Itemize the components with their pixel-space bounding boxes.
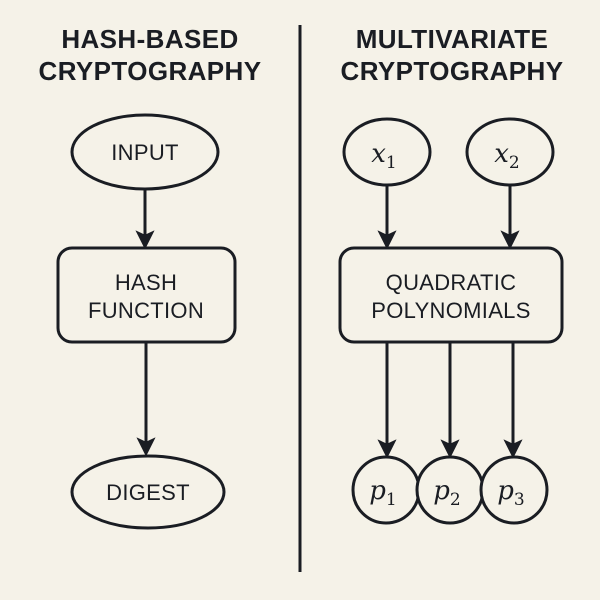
digest-ellipse-label: DIGEST	[106, 480, 190, 505]
variable-x1-subscript: 1	[386, 153, 397, 173]
left-column-title-line2: CRYPTOGRAPHY	[39, 56, 262, 86]
hash-function-label-line2: FUNCTION	[88, 298, 204, 323]
output-p1-base: p	[369, 476, 386, 506]
hash-function-box[interactable]	[56, 246, 237, 344]
digest-ellipse[interactable]	[70, 454, 226, 530]
right-column-title-line1: MULTIVARIATE	[356, 24, 549, 54]
output-p2-label: p2	[433, 476, 460, 510]
variable-x2-ellipse[interactable]	[465, 117, 555, 187]
variable-x1-base: x	[371, 139, 386, 169]
variable-x2-label: x2	[494, 139, 520, 173]
output-p2-subscript: 2	[450, 490, 461, 510]
hash-function-label-line1: HASH	[115, 270, 177, 295]
quadratic-polynomials-box[interactable]	[338, 246, 564, 344]
output-p3-label: p3	[497, 476, 524, 510]
quadratic-polynomials-label-line1: QUADRATIC	[386, 270, 517, 295]
output-p2-base: p	[433, 476, 450, 506]
output-p3-circle[interactable]	[479, 455, 549, 525]
variable-x1-label: x1	[371, 139, 397, 173]
variable-x1-ellipse[interactable]	[342, 117, 432, 187]
quadratic-polynomials-label-line2: POLYNOMIALS	[371, 298, 530, 323]
output-p3-subscript: 3	[514, 490, 525, 510]
output-p1-subscript: 1	[386, 490, 397, 510]
right-column-title-line2: CRYPTOGRAPHY	[341, 56, 564, 86]
output-p1-label: p1	[369, 476, 396, 510]
left-column-title-line1: HASH-BASED	[61, 24, 238, 54]
variable-x2-base: x	[494, 139, 509, 169]
input-ellipse-label: INPUT	[111, 140, 179, 165]
variable-x2-subscript: 2	[509, 153, 520, 173]
output-p3-base: p	[497, 476, 514, 506]
